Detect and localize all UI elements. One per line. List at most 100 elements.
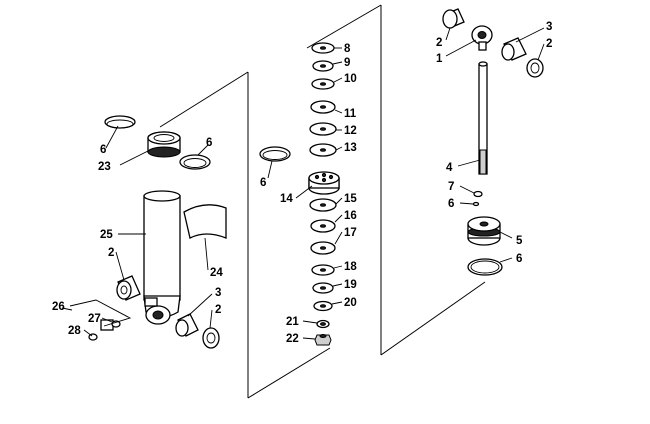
shaft-bushing-left-face [442,9,458,29]
washer-15-hole [320,203,326,207]
leader-left-2b [209,309,213,329]
leader-mid-10 [333,77,343,83]
leader-mid-11 [334,109,343,114]
leader-left-23 [119,149,151,166]
frame-panel-left-top [159,71,249,128]
leader-right-4 [457,159,481,167]
seal-head-o-ring [467,258,503,276]
callout-left-25: 25 [100,229,113,241]
piston-port-4 [321,177,327,183]
leader-right-3 [515,27,545,43]
callout-right-3: 3 [546,21,552,33]
leader-left-27 [101,317,113,323]
leader-mid-22 [302,337,316,340]
callout-left-28: 28 [68,325,81,337]
shaft-bushing-right-hole [530,62,540,74]
callout-left-23: 23 [98,161,111,173]
callout-left-2b: 2 [215,304,221,316]
callout-mid-10: 10 [344,73,357,85]
leader-mid-6 [267,160,273,179]
piston-port-3 [328,174,334,180]
leader-mid-9 [332,61,343,65]
spring-seat-top [147,131,181,145]
leader-left-6b [197,144,209,156]
washer-10-hole [320,82,326,86]
leader-mid-14 [295,185,313,199]
shaft-eye-neck [478,41,487,51]
callout-mid-9: 9 [344,57,350,69]
nut-22 [314,334,332,346]
leader-right-5 [499,231,513,239]
callout-mid-21: 21 [286,316,299,328]
spacer-face [175,319,189,337]
o-ring-part [179,154,211,170]
shock-body-part [143,195,181,301]
leader-mid-16 [334,214,343,223]
callout-right-7: 7 [448,181,454,193]
heat-shield-part [183,204,227,239]
callout-right-5: 5 [516,235,523,247]
washer-13-hole [320,148,326,152]
shaft-bushing-right [526,58,544,78]
washer-19-hole [320,286,326,290]
body-eye-hole [152,310,164,320]
callout-left-24: 24 [210,267,223,279]
callout-left-26: 26 [52,301,65,313]
leader-left-24 [204,237,209,271]
leader-right-2a [445,27,451,41]
shaft-eye-hole [477,31,487,39]
callout-right-1: 1 [436,53,443,65]
callout-mid-19: 19 [344,279,357,291]
washer-17-hole [320,246,326,250]
callout-mid-17: 17 [344,227,357,239]
callout-mid-16: 16 [344,210,357,222]
callout-right-6a: 6 [448,198,454,210]
body-valve-stub [144,297,158,307]
screw-washer-part [472,201,480,207]
callout-mid-13: 13 [344,142,357,154]
piston-ring [259,146,291,162]
frame-panel-middle-top [306,4,382,49]
leader-mid-19 [332,283,343,287]
callout-left-6b: 6 [206,137,212,149]
washer-11-hole [320,105,326,109]
washer-18-hole [320,268,326,272]
o-ring-inner [183,158,207,168]
leader-mid-17 [334,231,343,245]
leader-left-3 [187,293,213,317]
callout-mid-22: 22 [286,333,299,345]
leader-mid-15 [335,197,343,205]
leader-right-6b [499,257,513,263]
washer-16-hole [320,224,326,228]
shaft-spacer-face [501,43,515,61]
leader-mid-18 [333,265,343,269]
leader-left-26 [61,307,73,311]
nut-22-hole [319,334,327,338]
callout-right-4: 4 [446,162,453,174]
split-ring-inner [106,119,134,129]
leader-mid-13 [335,146,343,151]
callout-mid-18: 18 [344,261,357,273]
callout-mid-20: 20 [344,297,357,309]
spring-seat-groove [147,146,181,158]
leader-right-7 [459,185,475,194]
washer-9-hole [320,64,326,68]
spring-seat-hole [153,134,175,142]
shock-body-top [143,190,181,202]
callout-mid-14: 14 [280,193,293,205]
bushing-lower-hole [206,332,216,344]
leader-right-2b [537,43,545,61]
callout-mid-11: 11 [344,108,357,120]
frame-panel-middle-bottom [380,281,486,356]
seal-head-hole [479,221,489,227]
callout-right-2a: 2 [436,37,442,49]
callout-mid-6: 6 [260,177,266,189]
middle-valve-stack-group: 8 9 10 11 12 13 6 14 15 16 17 18 19 20 2… [259,42,357,346]
callout-right-2b: 2 [546,38,552,50]
callout-mid-12: 12 [344,125,357,137]
kit-bracket [69,299,132,327]
frame-panel-left-bottom [247,347,331,399]
bleed-screw-part [473,190,483,198]
bushing-part-face [116,280,132,300]
